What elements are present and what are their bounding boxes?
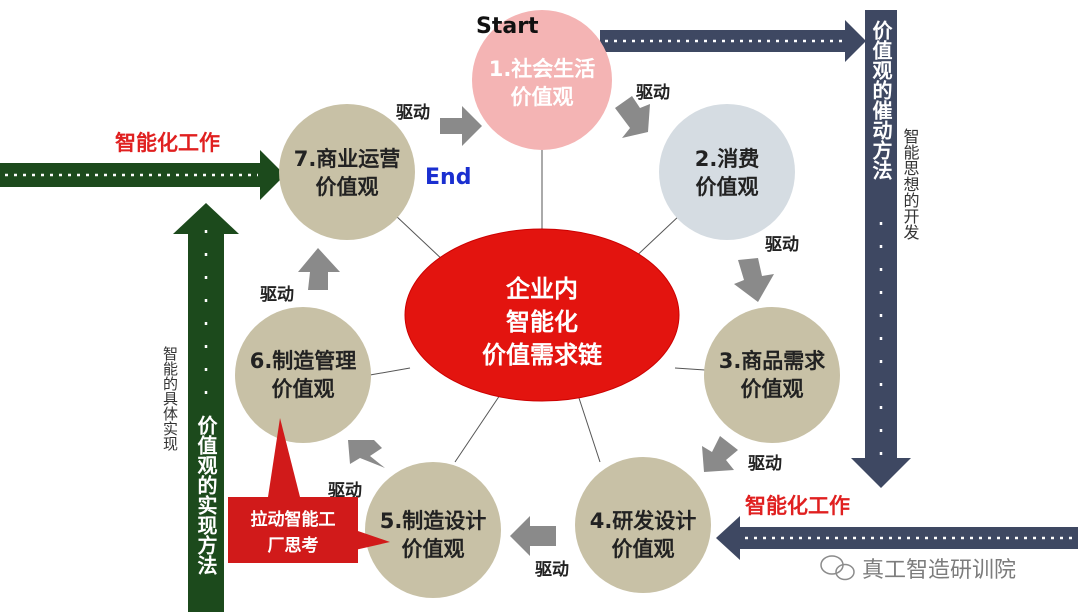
bottom-navy-arrow [716,516,1078,560]
drive-label-5-6: 驱动 [328,481,362,501]
right-bar-side-label: 智能思想的开发 [901,128,920,240]
left-bar-label: 价值观的实现方法 [194,415,218,576]
drive-label-1-2: 驱动 [636,83,670,103]
top-navy-arrow [600,20,866,62]
center-line-1: 企业内 [506,275,578,303]
node-3: 3.商品需求 价值观 [704,307,840,443]
center-ellipse [404,228,680,402]
smart-work-label-right: 智能化工作 [745,494,850,518]
node-6-line2: 价值观 [272,377,335,401]
node-7-line2: 价值观 [316,175,379,199]
drive-arrow-4-5 [510,516,556,556]
node-6-line1: 6.制造管理 [250,349,357,373]
drive-arrow-2-3 [734,258,774,302]
drive-label-4-5: 驱动 [535,560,569,580]
node-4-line1: 4.研发设计 [590,509,697,533]
callout: 拉动智能工 厂思考 [228,418,390,563]
end-label: End [425,165,471,190]
node-1-line2: 价值观 [511,85,574,109]
node-1: 1.社会生活 价值观 [472,10,612,150]
connector-lines [369,148,706,463]
drive-label-6-7: 驱动 [260,285,294,305]
right-navy-bar [851,10,911,488]
drive-arrow-1-2 [615,96,650,138]
node-6: 6.制造管理 价值观 [235,307,371,443]
watermark: 真工智造研训院 [820,555,1016,583]
left-green-bar [173,203,239,612]
node-7: 7.商业运营 价值观 [279,104,415,240]
drive-arrows [298,96,774,556]
node-1-line1: 1.社会生活 [489,57,596,81]
node-3-line2: 价值观 [741,377,804,401]
node-5: 5.制造设计 价值观 [365,462,501,598]
node-7-line1: 7.商业运营 [294,147,401,171]
smart-work-label-left: 智能化工作 [115,131,220,155]
drive-label-3-4: 驱动 [748,454,782,474]
wechat-icon [820,555,855,581]
center-line-2: 智能化 [506,308,578,336]
callout-line1: 拉动智能工 [251,509,336,530]
center-line-3: 价值需求链 [482,341,603,369]
left-green-arrow [0,150,285,200]
drive-arrow-7-1 [440,106,482,146]
node-4: 4.研发设计 价值观 [575,457,711,593]
drive-label-2-3: 驱动 [765,235,799,255]
callout-line2: 厂思考 [268,535,319,556]
left-bar-side-label: 智能的具体实现 [161,345,179,451]
node-5-line2: 价值观 [402,537,465,561]
node-5-line1: 5.制造设计 [380,509,487,533]
right-bar-label: 价值观的催动方法 [869,20,893,181]
node-2-line1: 2.消费 [695,147,760,171]
drive-arrow-3-4 [702,436,738,472]
node-2: 2.消费 价值观 [659,104,795,240]
watermark-text: 真工智造研训院 [862,558,1016,583]
node-2-line2: 价值观 [696,175,759,199]
drive-arrow-5-6 [348,440,385,468]
drive-label-7-1: 驱动 [396,103,430,123]
drive-arrow-6-7 [298,248,340,290]
node-3-line1: 3.商品需求 [719,349,826,373]
node-4-line2: 价值观 [612,537,675,561]
start-label: Start [476,14,539,39]
